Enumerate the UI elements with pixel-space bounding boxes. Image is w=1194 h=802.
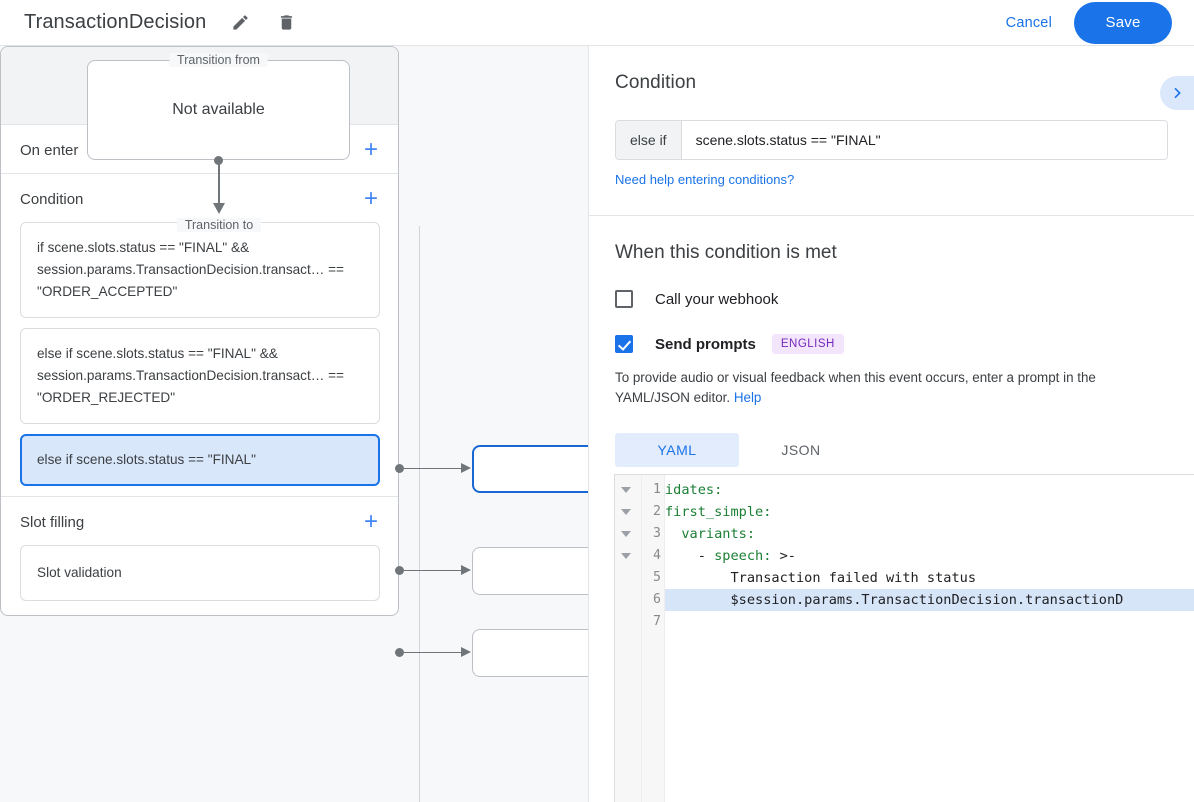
editor-line-code: Transaction failed with status — [730, 570, 977, 586]
when-condition-heading: When this condition is met — [615, 242, 837, 263]
transition-target-stub[interactable] — [472, 629, 588, 677]
section-on-enter: On enter + — [1, 125, 398, 174]
transition-target-stub[interactable] — [472, 547, 588, 595]
section-title-slot-filling: Slot filling — [20, 513, 85, 531]
edge-line — [404, 570, 462, 572]
editor-line-code: variants: — [681, 526, 756, 542]
condition-item[interactable]: else if scene.slots.status == "FINAL" &&… — [20, 328, 380, 425]
send-prompts-row[interactable]: Send prompts ENGLISH — [615, 334, 1168, 354]
add-on-enter-icon[interactable]: + — [363, 136, 378, 163]
condition-prefix: else if — [616, 121, 682, 159]
connector-arrow — [212, 203, 225, 214]
section-header-slot-filling: Slot filling + — [1, 497, 398, 545]
prompts-help-link[interactable]: Help — [733, 390, 762, 406]
page-title: TransactionDecision — [24, 11, 207, 33]
editor-line[interactable]: 3 variants: — [615, 523, 1194, 545]
condition-item[interactable]: if scene.slots.status == "FINAL" && sess… — [20, 222, 380, 319]
editor-line-number: 5 — [653, 570, 661, 585]
editor-line-number: 1 — [653, 482, 661, 497]
send-prompts-label: Send prompts — [655, 335, 756, 353]
editor-line[interactable]: 1 idates: — [615, 479, 1194, 501]
editor-line[interactable]: 6 $session.params.TransactionDecision.tr… — [615, 589, 1194, 611]
language-badge: ENGLISH — [771, 334, 844, 354]
section-slot-filling: Slot filling + Slot validation — [1, 497, 398, 602]
condition-item-selected[interactable]: else if scene.slots.status == "FINAL" — [20, 434, 380, 487]
condition-expression-input[interactable]: scene.slots.status == "FINAL" — [681, 121, 1167, 159]
editor-line-code: - speech: >- — [665, 548, 796, 564]
tab-yaml[interactable]: YAML — [615, 432, 739, 467]
scene-graph-canvas[interactable]: Transition from Not available Transition… — [0, 46, 588, 802]
editor-line-code: first_simple: — [665, 504, 772, 520]
section-header-condition: Condition + — [1, 174, 398, 222]
editor-line[interactable]: 5 Transaction failed with status — [615, 567, 1194, 589]
editor-line-code: idates: — [665, 482, 723, 498]
canvas-rail — [419, 226, 420, 802]
edge-arrow — [461, 647, 471, 657]
edge-line — [404, 652, 462, 654]
fold-caret-icon[interactable] — [621, 509, 631, 515]
editor-line-number: 6 — [653, 592, 661, 607]
save-button[interactable]: Save — [1074, 1, 1172, 44]
editor-line[interactable]: 7 — [615, 611, 1194, 633]
editor-line-number: 3 — [653, 526, 661, 541]
edge-dot — [395, 464, 404, 473]
panel-when-block: When this condition is met Call your web… — [589, 216, 1194, 467]
trash-icon[interactable] — [274, 11, 298, 35]
call-webhook-label: Call your webhook — [655, 290, 779, 308]
editor-line-code: $session.params.TransactionDecision.tran… — [730, 592, 1124, 608]
transition-target-stub-selected[interactable] — [472, 445, 588, 493]
chevron-right-icon[interactable] — [1160, 76, 1194, 110]
edge-line — [404, 468, 462, 470]
editor-line-number: 2 — [653, 504, 661, 519]
edge-dot — [395, 648, 404, 657]
section-header-on-enter: On enter + — [1, 125, 398, 173]
section-condition: Condition + if scene.slots.status == "FI… — [1, 174, 398, 498]
editor-line-number: 7 — [653, 614, 661, 629]
connector-line — [218, 160, 220, 206]
editor-line[interactable]: 2 first_simple: — [615, 501, 1194, 523]
panel-heading: Condition — [615, 72, 697, 93]
panel-divider — [589, 215, 1194, 216]
panel-top-block: Condition else if scene.slots.status == … — [589, 46, 1194, 189]
editor-fold-column — [615, 475, 642, 802]
condition-input-row[interactable]: else if scene.slots.status == "FINAL" — [615, 120, 1168, 160]
edge-arrow — [461, 463, 471, 473]
tab-json[interactable]: JSON — [781, 441, 821, 458]
webhook-row[interactable]: Call your webhook — [615, 290, 1168, 308]
transition-from-card[interactable]: Transition from Not available — [87, 53, 350, 160]
section-title-condition: Condition — [20, 190, 84, 208]
editor-format-tabs: YAML JSON — [615, 432, 1168, 467]
top-bar: TransactionDecision Cancel Save — [0, 0, 1194, 46]
fold-caret-icon[interactable] — [621, 531, 631, 537]
section-title-on-enter: On enter — [20, 141, 79, 159]
editor-line-number-gutter — [642, 475, 665, 802]
edge-dot — [395, 566, 404, 575]
transition-from-legend: Transition from — [169, 53, 268, 67]
fold-caret-icon[interactable] — [621, 553, 631, 559]
add-condition-icon[interactable]: + — [363, 185, 378, 212]
fold-caret-icon[interactable] — [621, 487, 631, 493]
cancel-button[interactable]: Cancel — [996, 7, 1062, 39]
editor-line-highlight — [665, 589, 1194, 611]
prompts-helper-text: To provide audio or visual feedback when… — [615, 368, 1168, 409]
add-slot-filling-icon[interactable]: + — [363, 508, 378, 536]
edge-arrow — [461, 565, 471, 575]
transition-from-value: Not available — [172, 101, 265, 118]
call-webhook-checkbox[interactable] — [615, 290, 633, 308]
send-prompts-checkbox[interactable] — [615, 335, 633, 353]
editor-line-number: 4 — [653, 548, 661, 563]
editor-line[interactable]: 4 - speech: >- — [615, 545, 1194, 567]
transition-to-legend: Transition to — [176, 218, 262, 232]
pencil-icon[interactable] — [228, 11, 252, 35]
slot-validation-item[interactable]: Slot validation — [20, 545, 380, 602]
condition-help-link[interactable]: Need help entering conditions? — [615, 172, 795, 187]
prompts-helper-sentence: To provide audio or visual feedback when… — [615, 370, 1096, 406]
